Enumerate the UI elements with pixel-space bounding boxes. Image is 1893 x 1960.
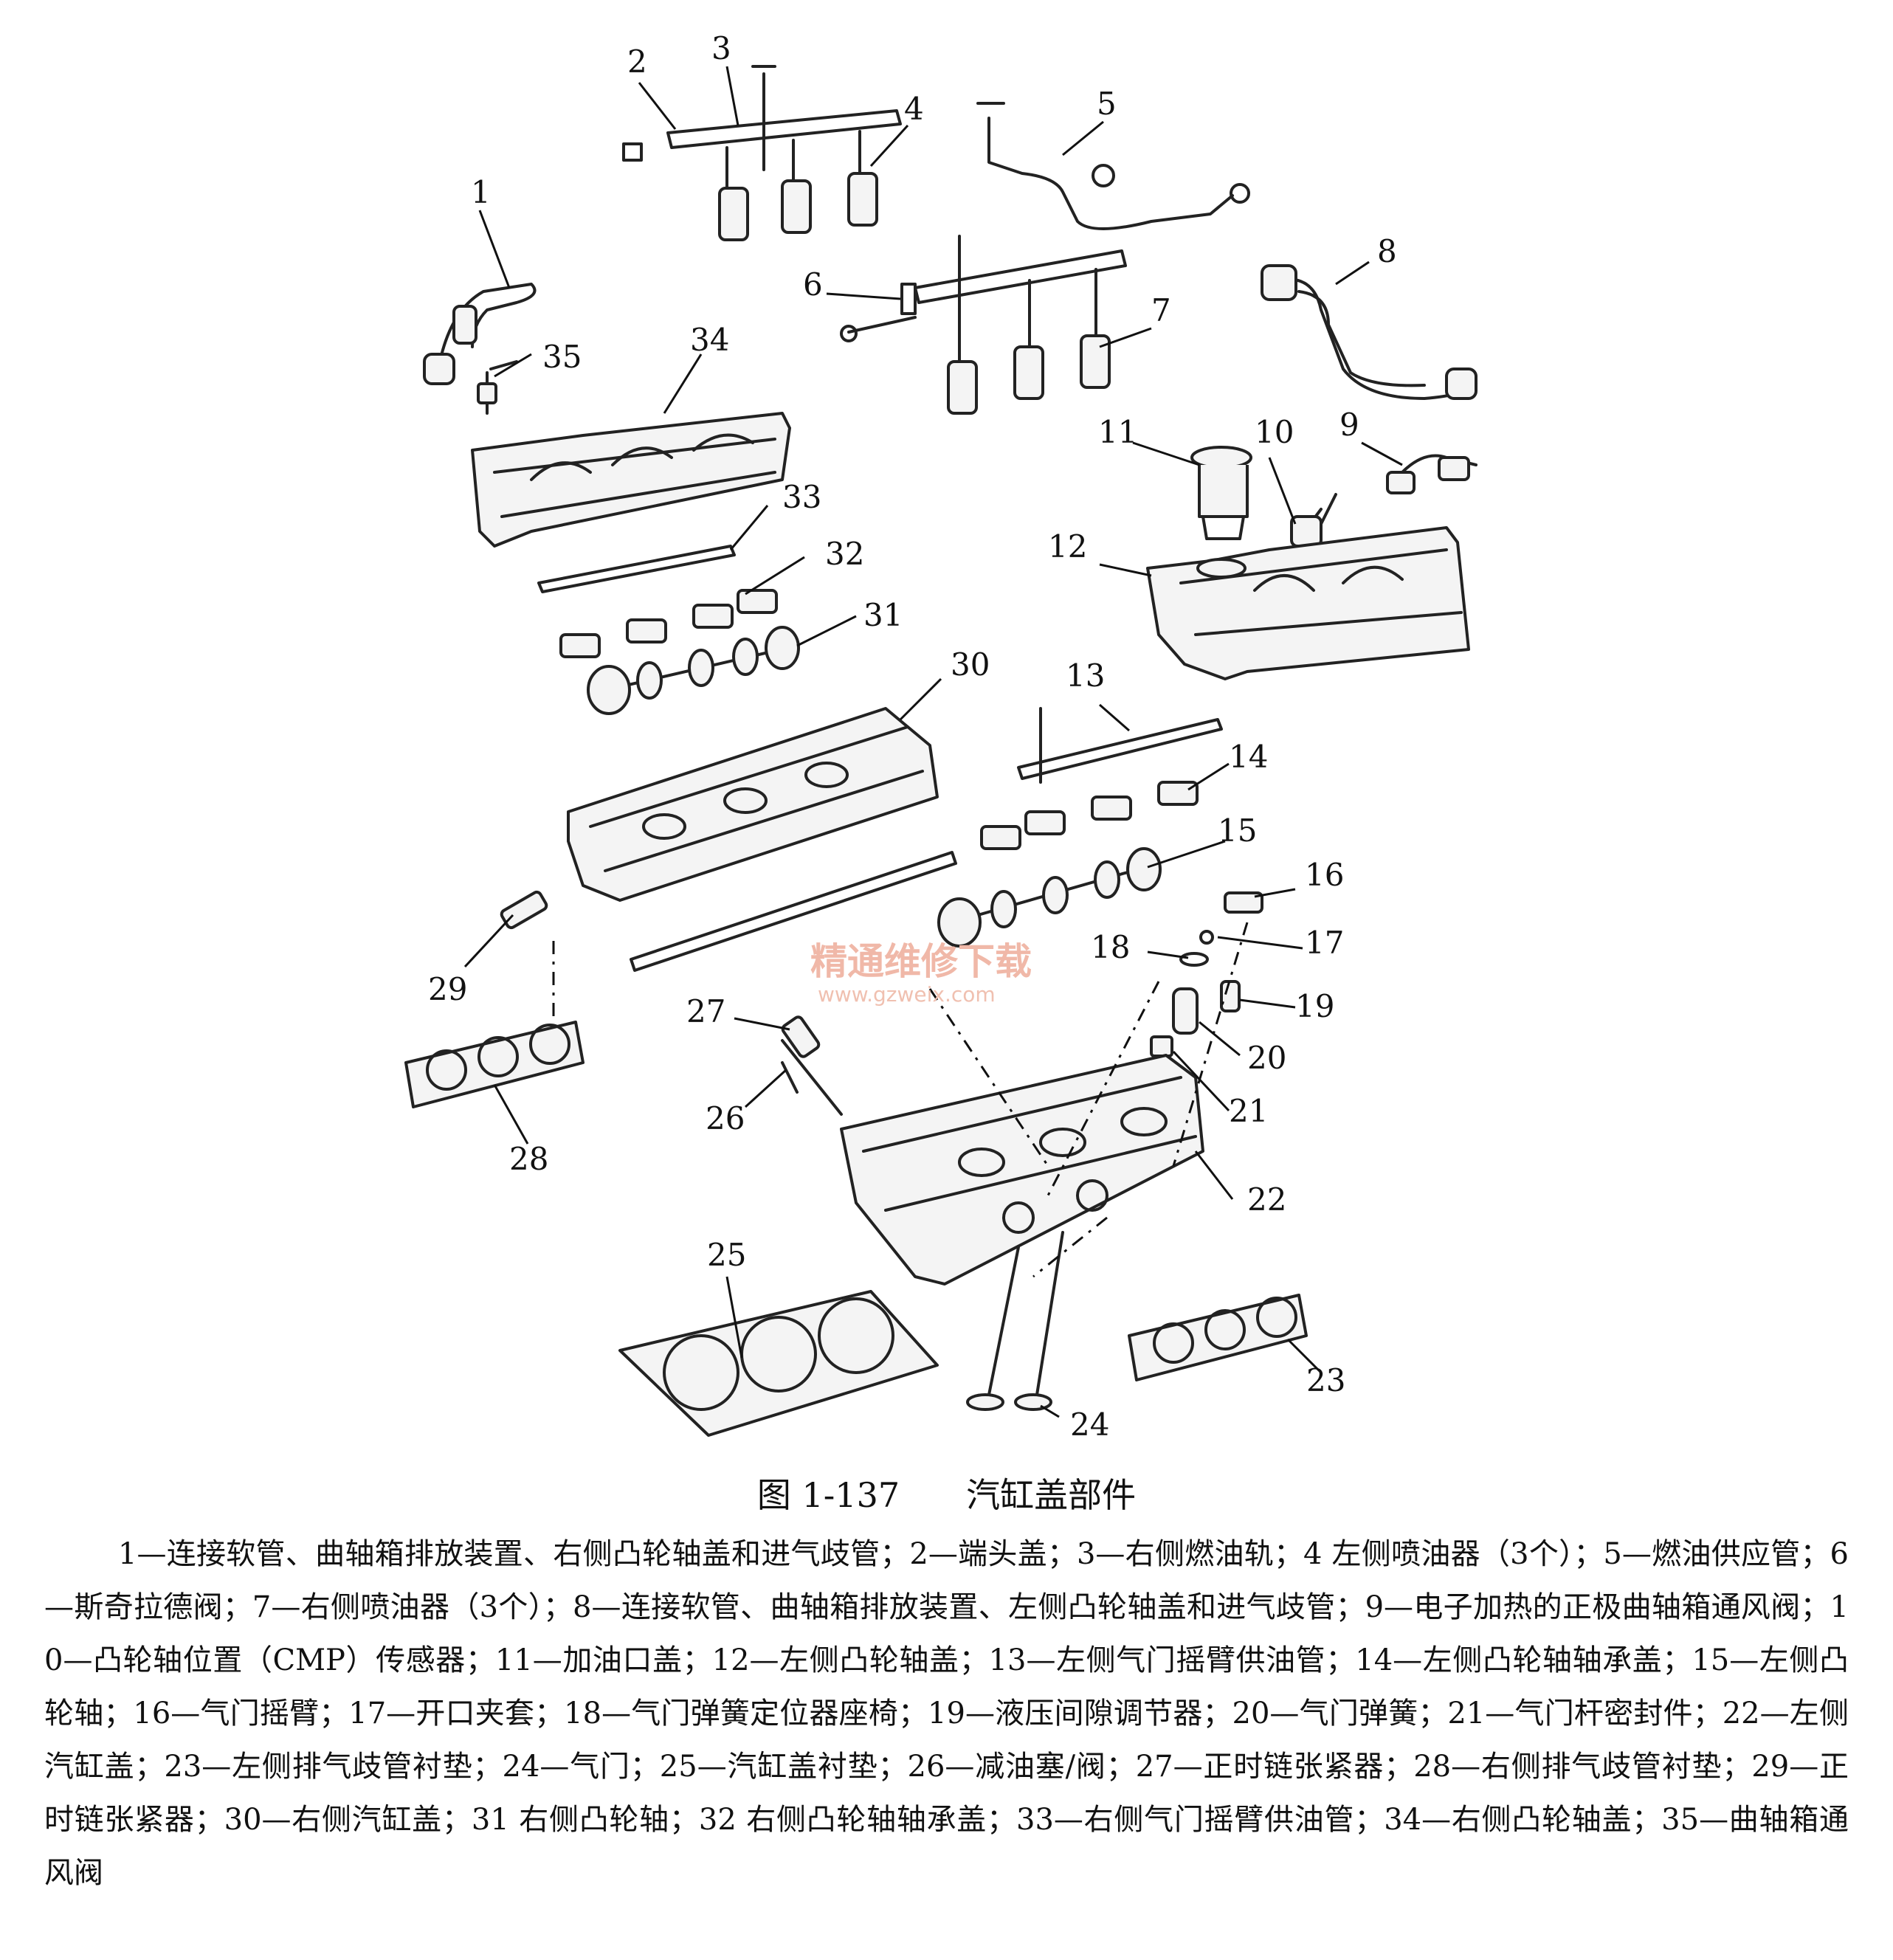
diagram-canvas: 精通维修下载 www.gzweix.com 1 2 3 4 5 6 7 8 9 … bbox=[404, 30, 1477, 1443]
callout-35: 35 bbox=[542, 339, 582, 375]
callout-30: 30 bbox=[951, 646, 990, 683]
callout-24: 24 bbox=[1070, 1407, 1109, 1443]
callout-27: 27 bbox=[686, 993, 725, 1029]
callout-29: 29 bbox=[428, 971, 467, 1007]
callout-14: 14 bbox=[1229, 739, 1268, 775]
callout-19: 19 bbox=[1295, 988, 1334, 1024]
part-right-cylinder-head bbox=[567, 707, 939, 902]
part-head-gasket bbox=[618, 1290, 939, 1437]
part-left-camshaft bbox=[937, 847, 1162, 948]
part-tensioner-and-plug bbox=[781, 1015, 843, 1116]
watermark-line2: www.gzweix.com bbox=[818, 982, 996, 1007]
callout-28: 28 bbox=[509, 1141, 548, 1177]
callout-20: 20 bbox=[1247, 1040, 1286, 1076]
part-left-camshaft-cover bbox=[1146, 526, 1470, 680]
part-valve-train bbox=[1150, 891, 1263, 1057]
part-valves bbox=[966, 1231, 1064, 1411]
part-right-camshaft bbox=[587, 626, 800, 715]
assembly-lines bbox=[552, 922, 1249, 1278]
figure-title: 汽缸盖部件 bbox=[966, 1475, 1137, 1515]
callout-1: 1 bbox=[471, 174, 491, 210]
part-right-exhaust-gasket bbox=[404, 1021, 585, 1108]
callout-32: 32 bbox=[825, 536, 864, 572]
callout-6: 6 bbox=[803, 266, 823, 303]
callout-3: 3 bbox=[711, 30, 731, 66]
callout-4: 4 bbox=[904, 91, 924, 127]
figure-number: 图 1-137 bbox=[756, 1475, 900, 1515]
callout-25: 25 bbox=[707, 1237, 746, 1273]
part-crankcase-vent-valve bbox=[477, 360, 518, 415]
callout-33: 33 bbox=[782, 479, 821, 515]
part-connecting-hose-right bbox=[423, 283, 537, 385]
callout-23: 23 bbox=[1306, 1362, 1345, 1398]
callout-10: 10 bbox=[1255, 414, 1294, 450]
callout-12: 12 bbox=[1048, 528, 1087, 565]
exploded-diagram: 精通维修下载 www.gzweix.com 1 2 3 4 5 6 7 8 9 … bbox=[404, 30, 1477, 1443]
callout-16: 16 bbox=[1305, 857, 1344, 893]
callout-8: 8 bbox=[1377, 233, 1397, 269]
callout-9: 9 bbox=[1339, 407, 1359, 443]
watermark-line1: 精通维修下载 bbox=[810, 940, 1032, 983]
parts-legend: 1—连接软管、曲轴箱排放装置、右侧凸轮轴盖和进气歧管；2—端头盖；3—右侧燃油轨… bbox=[44, 1537, 1849, 1890]
part-cmp-sensor bbox=[1290, 493, 1337, 548]
part-left-bearing-caps bbox=[980, 781, 1199, 850]
part-left-exhaust-gasket bbox=[1128, 1294, 1308, 1381]
callout-18: 18 bbox=[1091, 929, 1130, 965]
callout-labels: 1 2 3 4 5 6 7 8 9 10 11 12 13 14 15 16 1… bbox=[428, 30, 1397, 1443]
callout-5: 5 bbox=[1097, 86, 1117, 122]
watermark: 精通维修下载 www.gzweix.com bbox=[810, 940, 1032, 1007]
callout-13: 13 bbox=[1066, 658, 1105, 694]
figure-caption: 图 1-137 汽缸盖部件 bbox=[0, 1469, 1893, 1517]
part-left-rocker-oil-tube bbox=[1017, 707, 1223, 784]
callout-17: 17 bbox=[1305, 925, 1344, 961]
part-fuel-supply-tube bbox=[976, 102, 1250, 230]
part-right-bearing-caps bbox=[559, 589, 778, 658]
part-left-fuel-rail bbox=[840, 235, 1127, 415]
part-pcv-valve-heated bbox=[1386, 454, 1477, 494]
part-connecting-hose-left bbox=[1261, 264, 1477, 400]
callout-11: 11 bbox=[1098, 414, 1137, 450]
part-right-fuel-rail bbox=[622, 65, 902, 241]
part-right-rocker-oil-tube bbox=[537, 545, 736, 593]
part-right-camshaft-cover bbox=[471, 412, 791, 548]
callout-15: 15 bbox=[1218, 812, 1257, 849]
part-left-cylinder-head bbox=[840, 1054, 1204, 1286]
part-timing-chain-tensioner-right bbox=[500, 890, 548, 930]
callout-7: 7 bbox=[1151, 292, 1171, 328]
callout-31: 31 bbox=[863, 597, 903, 633]
part-oil-filler-cap bbox=[1190, 446, 1252, 540]
leader-lines bbox=[463, 66, 1403, 1418]
callout-21: 21 bbox=[1229, 1093, 1268, 1129]
callout-22: 22 bbox=[1247, 1181, 1286, 1218]
callout-2: 2 bbox=[627, 44, 647, 80]
callout-26: 26 bbox=[706, 1100, 745, 1136]
part-right-valve-gasket-strip bbox=[630, 851, 957, 972]
callout-34: 34 bbox=[690, 322, 729, 358]
